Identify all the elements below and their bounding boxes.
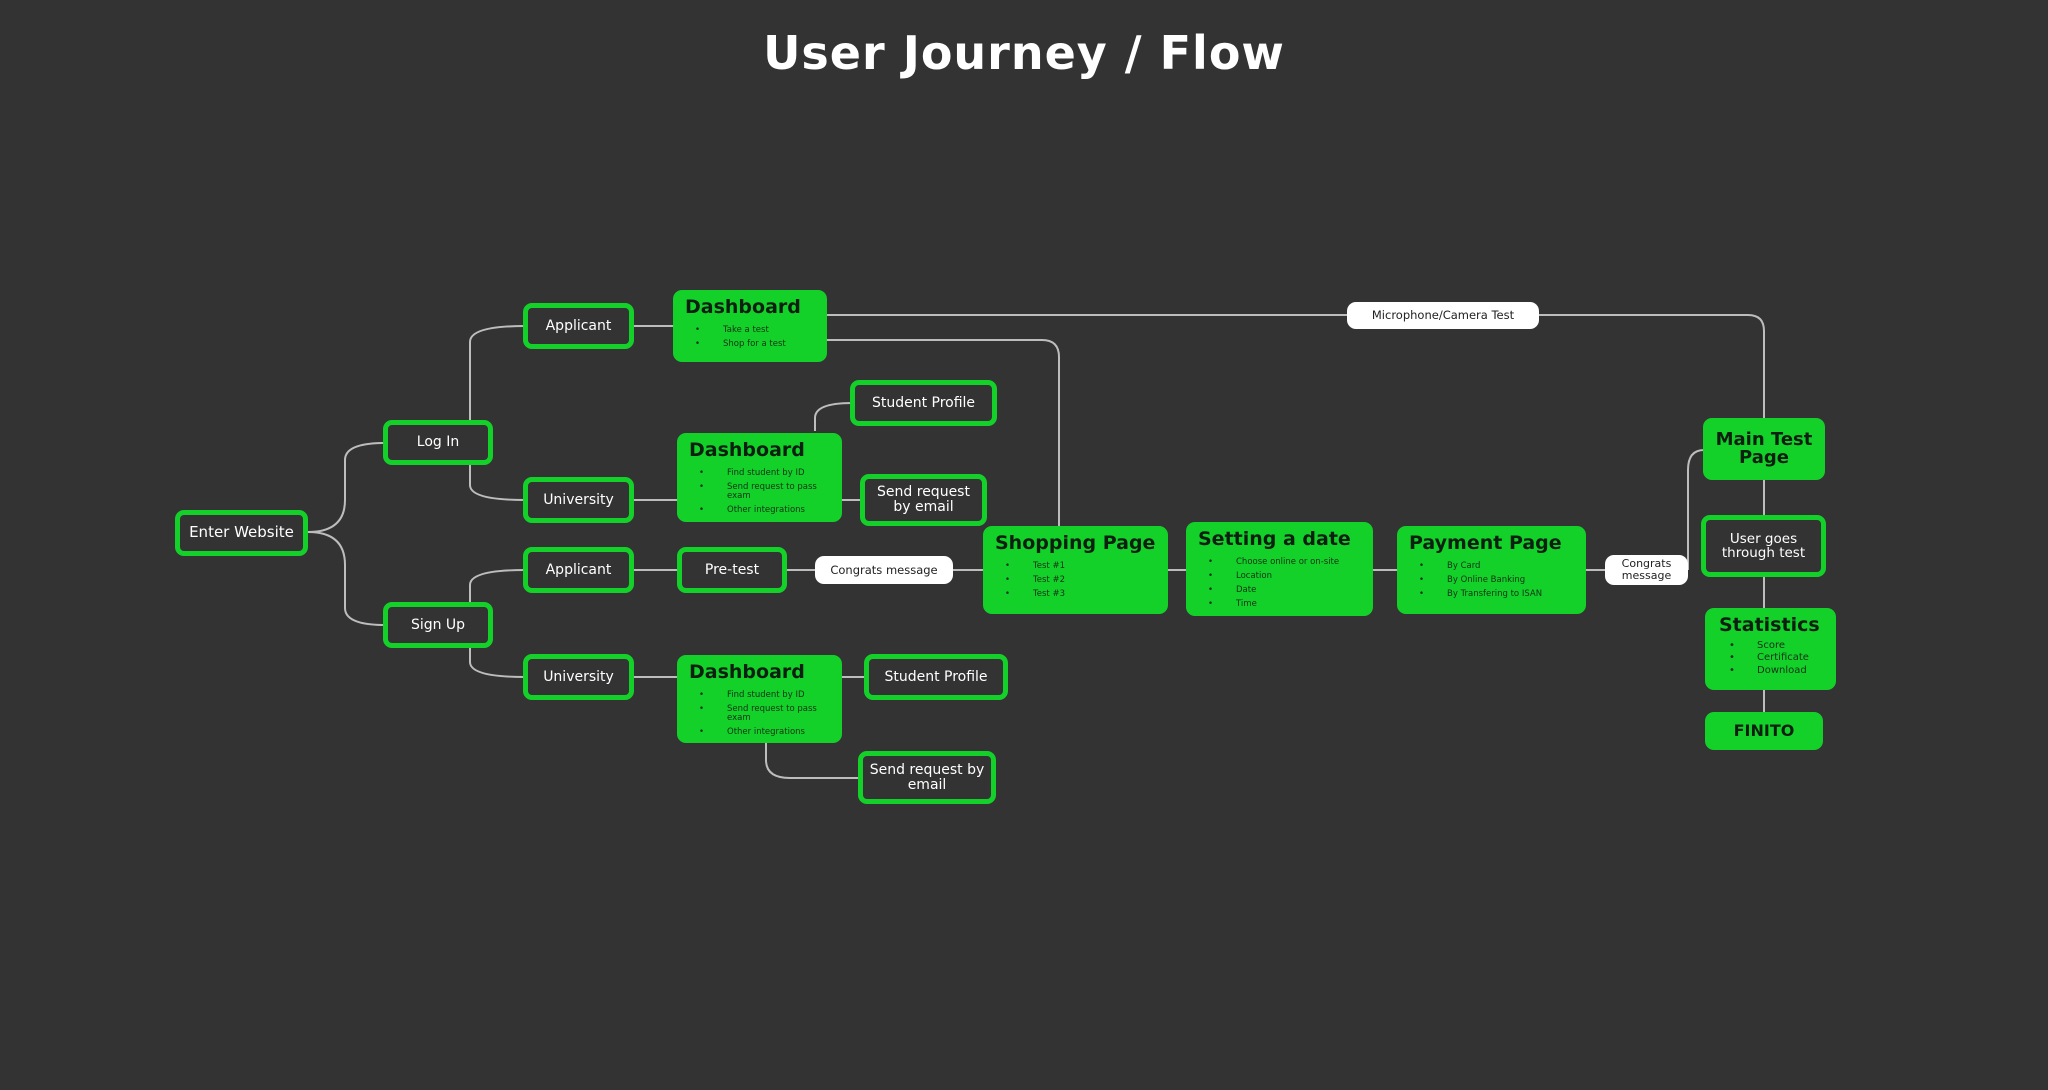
- sign-up-node: Sign Up: [383, 602, 493, 648]
- signup-university-node: University: [523, 654, 634, 700]
- finito-label: FINITO: [1733, 720, 1795, 740]
- link-dashboard-request-2: [765, 743, 860, 779]
- statistics-item: Certificate: [1729, 653, 1809, 664]
- send-request-node-2: Send request by email: [858, 751, 996, 804]
- log-in-node: Log In: [383, 420, 493, 465]
- login-university-node: University: [523, 477, 634, 523]
- send-request-node-1: Send request by email: [860, 474, 987, 526]
- applicant-dashboard-item: Take a test: [695, 326, 786, 335]
- student-profile-node-1: Student Profile: [850, 380, 997, 426]
- applicant-dashboard-title: Dashboard: [685, 296, 801, 318]
- shopping-page-item: Test #1: [1005, 562, 1065, 571]
- user-goes-through-node: User goes through test: [1701, 515, 1826, 577]
- link-enter-login: [307, 442, 386, 533]
- login-applicant-node: Applicant: [523, 303, 634, 349]
- university-dashboard-signup-title: Dashboard: [689, 661, 805, 683]
- link-login-university: [469, 465, 526, 501]
- setting-date-item: Time: [1208, 599, 1339, 609]
- link-signup-applicant: [469, 569, 526, 602]
- payment-page-item: By Transfering to ISAN: [1419, 589, 1542, 599]
- link-congrats-maintest: [1687, 449, 1705, 570]
- link-enter-signup: [307, 531, 386, 626]
- link-signup-university: [469, 648, 526, 678]
- shopping-page-item: Test #2: [1005, 575, 1065, 585]
- shopping-page-node: Shopping Page Test #1 Test #2 Test #3: [983, 526, 1168, 614]
- university-dashboard-signup-item: Send request to pass exam: [699, 704, 830, 723]
- finito-node: FINITO: [1705, 712, 1823, 750]
- congrats-message-pill-2: Congrats message: [1605, 555, 1688, 585]
- statistics-title: Statistics: [1719, 614, 1820, 636]
- congrats-message-pill-1: Congrats message: [815, 556, 953, 584]
- applicant-dashboard-item: Shop for a test: [695, 339, 786, 349]
- payment-page-title: Payment Page: [1409, 532, 1562, 554]
- statistics-node: Statistics Score Certificate Download: [1705, 608, 1836, 690]
- enter-website-node: Enter Website: [175, 510, 308, 556]
- statistics-item: Download: [1729, 665, 1809, 677]
- shopping-page-item: Test #3: [1005, 589, 1065, 599]
- setting-date-item: Choose online or on-site: [1208, 558, 1339, 567]
- payment-page-node: Payment Page By Card By Online Banking B…: [1397, 526, 1586, 614]
- page-title: User Journey / Flow: [763, 26, 1285, 80]
- main-test-page-title: Main Test Page: [1715, 429, 1813, 468]
- setting-date-title: Setting a date: [1198, 528, 1351, 550]
- university-dashboard-signup-item: Other integrations: [699, 727, 830, 737]
- link-dashboard-shopping: [827, 339, 1060, 526]
- main-test-page-node: Main Test Page: [1703, 418, 1825, 480]
- setting-date-node: Setting a date Choose online or on-site …: [1186, 522, 1373, 616]
- mic-cam-test-pill: Microphone/Camera Test: [1347, 302, 1539, 329]
- setting-date-item: Date: [1208, 585, 1339, 595]
- university-dashboard-login-title: Dashboard: [689, 439, 805, 461]
- student-profile-node-2: Student Profile: [864, 654, 1008, 700]
- university-dashboard-login-node: Dashboard Find student by ID Send reques…: [677, 433, 842, 522]
- university-dashboard-login-item: Other integrations: [699, 505, 830, 515]
- statistics-item: Score: [1729, 640, 1809, 652]
- university-dashboard-login-item: Find student by ID: [699, 469, 830, 478]
- payment-page-item: By Card: [1419, 562, 1542, 571]
- link-dashboard-profile-1: [814, 402, 853, 431]
- university-dashboard-signup-item: Find student by ID: [699, 691, 830, 700]
- link-login-applicant: [469, 325, 526, 420]
- signup-applicant-node: Applicant: [523, 547, 634, 593]
- university-dashboard-signup-node: Dashboard Find student by ID Send reques…: [677, 655, 842, 743]
- applicant-dashboard-node: Dashboard Take a test Shop for a test: [673, 290, 827, 362]
- setting-date-item: Location: [1208, 571, 1339, 581]
- university-dashboard-login-item: Send request to pass exam: [699, 482, 830, 501]
- shopping-page-title: Shopping Page: [995, 532, 1156, 554]
- pre-test-node: Pre-test: [677, 547, 787, 593]
- link-mictest-maintest: [1539, 314, 1765, 418]
- payment-page-item: By Online Banking: [1419, 575, 1542, 585]
